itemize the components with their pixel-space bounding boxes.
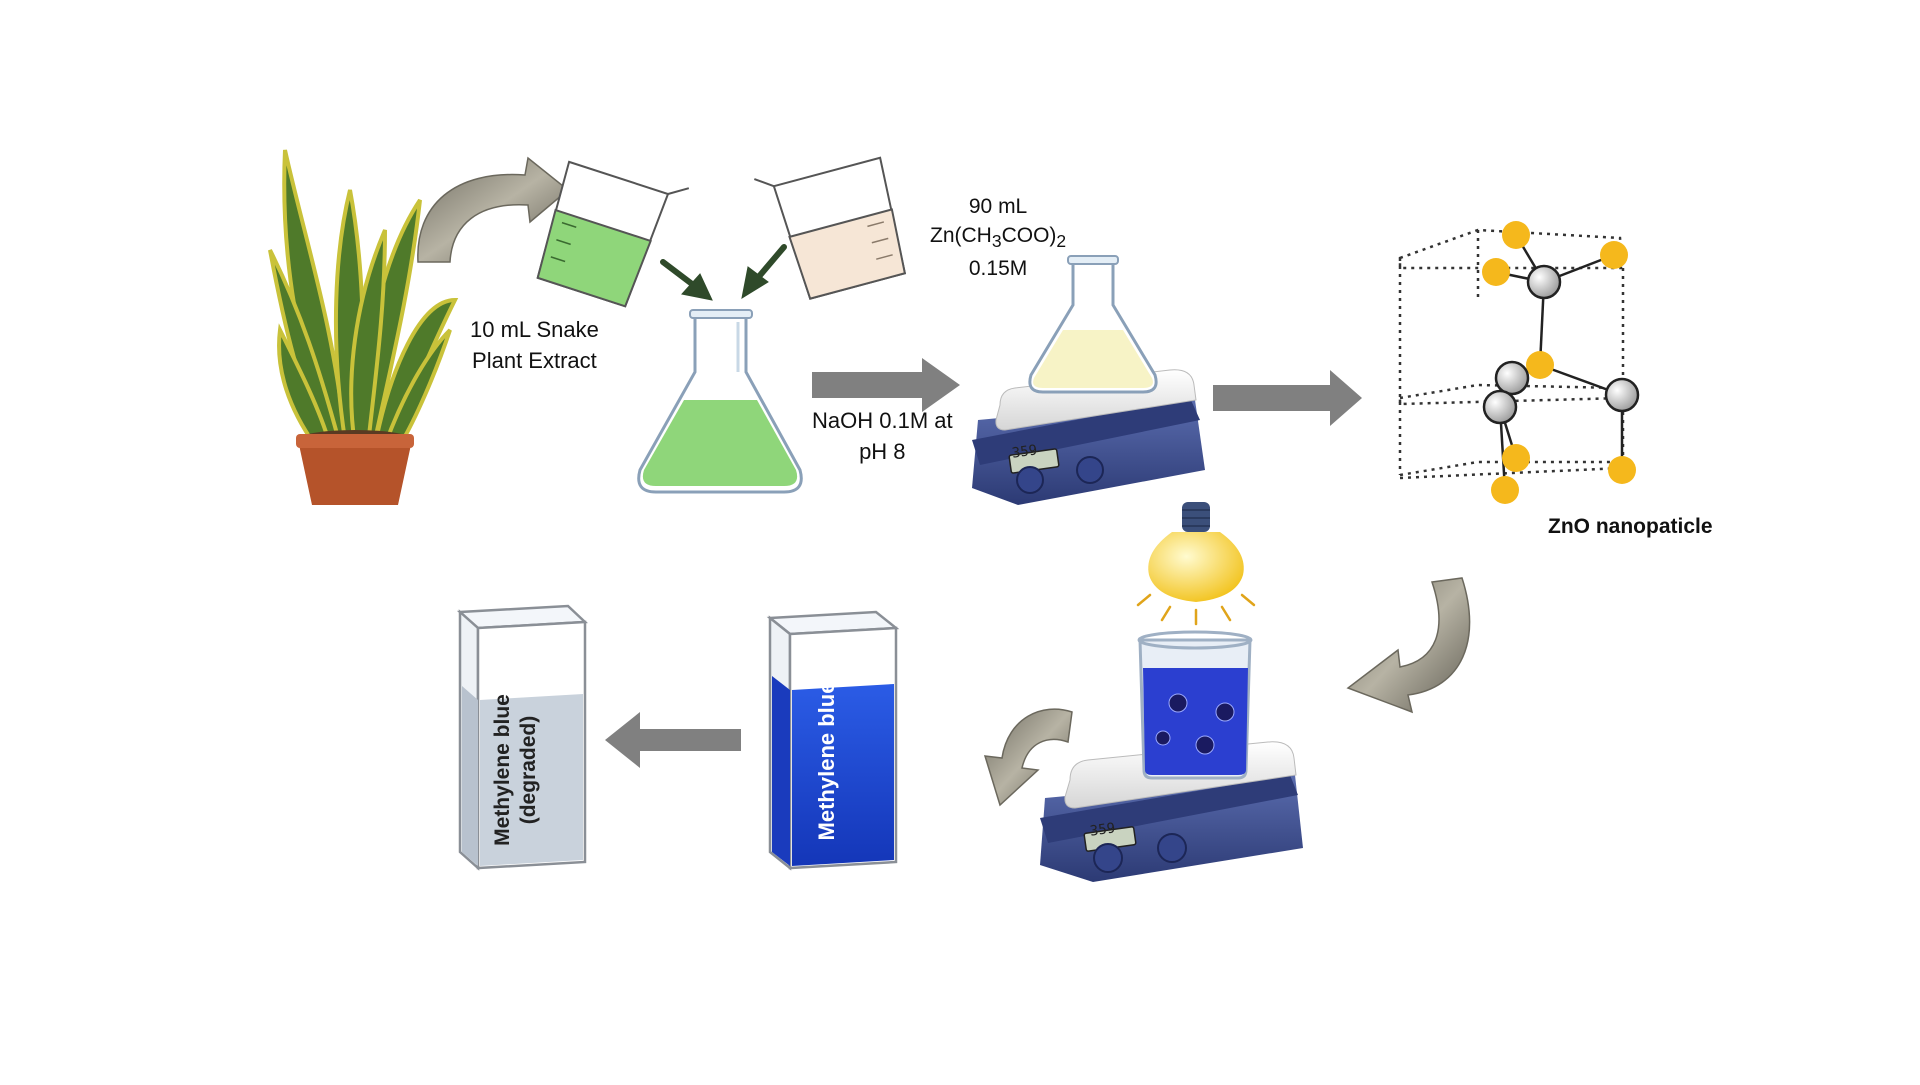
- naoh-line2: pH 8: [859, 438, 906, 464]
- plant-extract-line2: Plant Extract: [472, 347, 597, 373]
- nanoparticle-icon: [1168, 693, 1188, 713]
- process-arrow-icon: [605, 712, 741, 768]
- mb-beaker-icon: [1137, 630, 1253, 780]
- green-flask-icon: [637, 309, 803, 494]
- o-atom-icon: [1526, 264, 1562, 300]
- zinc-volume: 90 mL: [968, 195, 1028, 218]
- yellow-flask-icon: [1028, 255, 1158, 394]
- zinc-concentration: 0.15M: [968, 257, 1028, 281]
- extract-beaker-icon: [536, 160, 690, 308]
- bulb-icon: [1136, 502, 1256, 626]
- zno-label: ZnO nanopaticle: [1548, 515, 1713, 538]
- process-arrow-icon: [1213, 370, 1362, 426]
- curved-arrow-icon: [983, 708, 1073, 807]
- plant-extract-label: 10 mL Snake Plant Extract: [470, 315, 599, 377]
- degraded-line1: Methylene blue: [491, 694, 514, 846]
- degraded-line2: (degraded): [517, 715, 541, 825]
- naoh-label: NaOH 0.1M at pH 8: [812, 406, 953, 468]
- plant-icon: [268, 149, 459, 505]
- mb-cuvette-label: Methylene blue: [814, 681, 839, 841]
- degraded-cuvette-icon: [456, 604, 588, 871]
- naoh-line1: NaOH 0.1M at: [812, 408, 953, 433]
- pour-arrow-icon: [753, 244, 787, 283]
- degraded-cuvette-label: Methylene blue (degraded): [490, 680, 550, 860]
- curved-arrow-icon: [417, 156, 570, 263]
- zno-crystal-icon: [1398, 221, 1640, 504]
- plant-extract-line1: 10 mL Snake: [470, 317, 599, 342]
- curved-arrow-icon: [1346, 577, 1471, 714]
- zinc-formula: Zn(CH3COO)2: [930, 224, 1067, 252]
- zinc-acetate-label: 90 mL Zn(CH3COO)2 0.15M: [930, 192, 1066, 283]
- pour-arrows: [660, 244, 787, 301]
- pour-arrow-icon: [660, 259, 699, 290]
- zinc-beaker-icon: [753, 156, 907, 300]
- mb-cuvette-icon: [766, 610, 900, 871]
- zn-atom-icon: [1502, 221, 1530, 249]
- process-arrow-icon: [812, 358, 960, 412]
